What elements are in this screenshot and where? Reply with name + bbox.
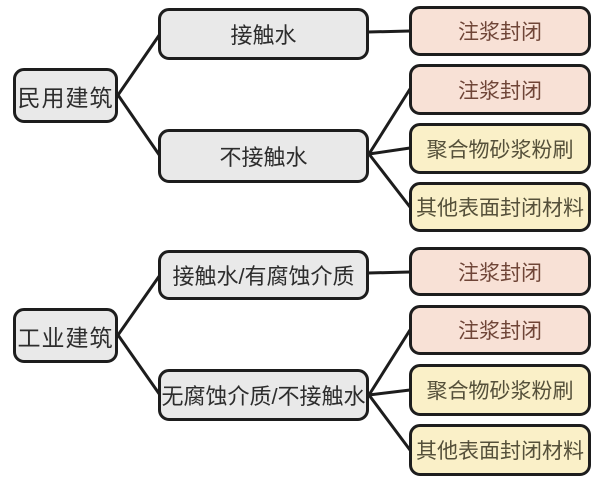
node-grout-seal-4-label: 注浆封闭 <box>458 320 542 343</box>
node-industrial-building: 工业建筑 <box>13 308 118 363</box>
node-other-surface-seal-1-label: 其他表面封闭材料 <box>416 197 584 220</box>
node-grout-seal-2-label: 注浆封闭 <box>458 79 542 103</box>
connector-nowater-to-other <box>367 152 412 209</box>
node-other-surface-seal-1: 其他表面封闭材料 <box>409 182 591 232</box>
connector-nowater-to-grout <box>367 87 412 156</box>
node-civil-building: 民用建筑 <box>13 68 118 123</box>
node-no-water-contact: 不接触水 <box>158 129 369 183</box>
node-grout-seal-2: 注浆封闭 <box>409 64 591 115</box>
node-civil-building-label: 民用建筑 <box>17 84 114 111</box>
node-polymer-mortar-2: 聚合物砂浆粉刷 <box>409 364 591 416</box>
node-grout-seal-1-label: 注浆封闭 <box>458 21 542 44</box>
node-polymer-mortar-1: 聚合物砂浆粉刷 <box>409 123 591 174</box>
node-grout-seal-3-label: 注浆封闭 <box>458 261 542 285</box>
connector-civil-to-water <box>116 32 162 97</box>
node-polymer-mortar-2-label: 聚合物砂浆粉刷 <box>426 380 574 403</box>
node-polymer-mortar-1-label: 聚合物砂浆粉刷 <box>426 138 574 162</box>
connector-industrial-to-corrosive <box>116 273 162 337</box>
node-water-contact-label: 接触水 <box>230 23 297 48</box>
connector-water-to-grout <box>366 29 412 34</box>
connector-nowater-to-mortar <box>367 146 412 156</box>
connector-noncorrosive-to-grout <box>367 328 412 397</box>
connector-noncorrosive-to-mortar <box>367 388 412 397</box>
node-noncorrosive-nowater-label: 无腐蚀介质/不接触水 <box>161 384 366 409</box>
node-water-corrosive-label: 接触水/有腐蚀介质 <box>172 264 355 289</box>
node-noncorrosive-nowater: 无腐蚀介质/不接触水 <box>158 369 369 421</box>
connector-corrosive-to-grout <box>366 270 412 275</box>
node-water-corrosive: 接触水/有腐蚀介质 <box>158 250 369 300</box>
node-grout-seal-4: 注浆封闭 <box>409 305 591 355</box>
connector-civil-to-nowater <box>116 93 162 158</box>
node-grout-seal-3: 注浆封闭 <box>409 247 591 296</box>
node-no-water-contact-label: 不接触水 <box>219 145 308 170</box>
node-other-surface-seal-2: 其他表面封闭材料 <box>409 424 591 476</box>
node-other-surface-seal-2-label: 其他表面封闭材料 <box>416 440 584 463</box>
connector-noncorrosive-to-other <box>367 393 412 452</box>
node-industrial-building-label: 工业建筑 <box>17 324 114 351</box>
node-water-contact: 接触水 <box>158 8 369 60</box>
node-grout-seal-1: 注浆封闭 <box>409 6 591 56</box>
connector-industrial-to-noncorrosive <box>116 333 162 397</box>
